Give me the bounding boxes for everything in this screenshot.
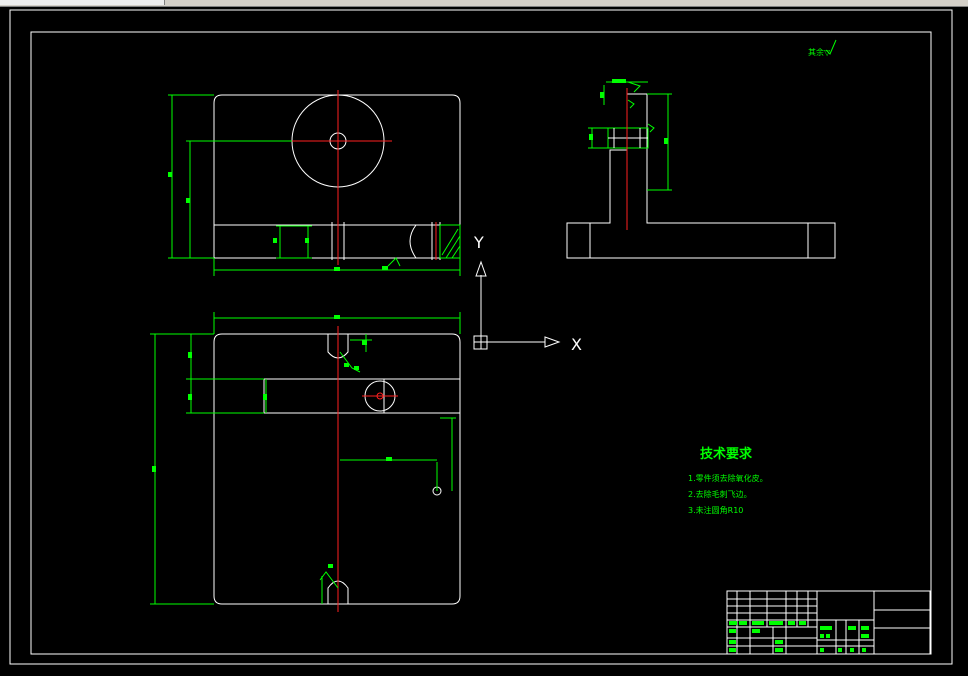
- front-plate-outline: [213, 94, 461, 226]
- section-left-foot: [566, 222, 591, 259]
- sheet-border: [9, 9, 953, 665]
- drawing-frame: [30, 31, 932, 655]
- toolbar-strip: [0, 0, 968, 7]
- side-section-view: [566, 79, 836, 259]
- tech-req-title: 技术要求: [700, 446, 753, 462]
- ucs-x-label: X: [571, 335, 582, 354]
- top-rib-bar: [213, 378, 461, 414]
- tech-req-item-3: 3.未注圆角R10: [688, 505, 743, 515]
- section-right-foot: [807, 222, 836, 259]
- ucs-icon: Y X: [473, 233, 582, 354]
- tech-req-item-2: 2.去除毛刺飞边。: [688, 489, 752, 499]
- roughness-note: 其余▽: [808, 47, 831, 57]
- front-hatch-box: [439, 224, 461, 259]
- tech-requirements: 技术要求 1.零件须去除氧化皮。 2.去除毛刺飞边。 3.未注圆角R10: [688, 446, 768, 515]
- title-block: [726, 590, 931, 655]
- top-view: [150, 312, 461, 612]
- section-body: [589, 93, 809, 259]
- roughness-check-icon: [825, 39, 837, 55]
- drawing-tab[interactable]: [0, 0, 165, 5]
- front-base-bar: [213, 224, 461, 259]
- tech-req-item-1: 1.零件须去除氧化皮。: [688, 473, 768, 483]
- ucs-y-label: Y: [473, 233, 484, 252]
- top-plate-outline: [213, 333, 461, 605]
- front-view: [168, 90, 461, 276]
